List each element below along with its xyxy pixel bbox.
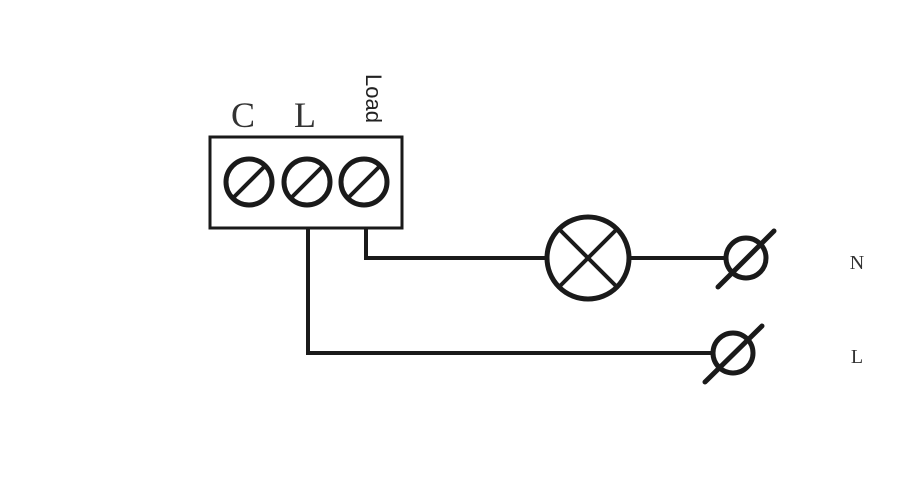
terminal-l — [281, 156, 333, 208]
neutral-terminal-icon — [715, 228, 777, 290]
lamp-icon — [544, 214, 632, 302]
terminal-load — [338, 156, 390, 208]
terminal-block — [208, 135, 404, 230]
line-label: L — [851, 346, 863, 368]
terminal-label-l: L — [294, 95, 316, 135]
neutral-label: N — [850, 252, 864, 274]
terminal-label-load: Load — [361, 74, 386, 123]
wire-l-to-line — [306, 205, 712, 355]
terminal-label-c: C — [231, 95, 255, 135]
line-terminal-icon — [702, 323, 765, 385]
terminal-c — [223, 156, 275, 208]
